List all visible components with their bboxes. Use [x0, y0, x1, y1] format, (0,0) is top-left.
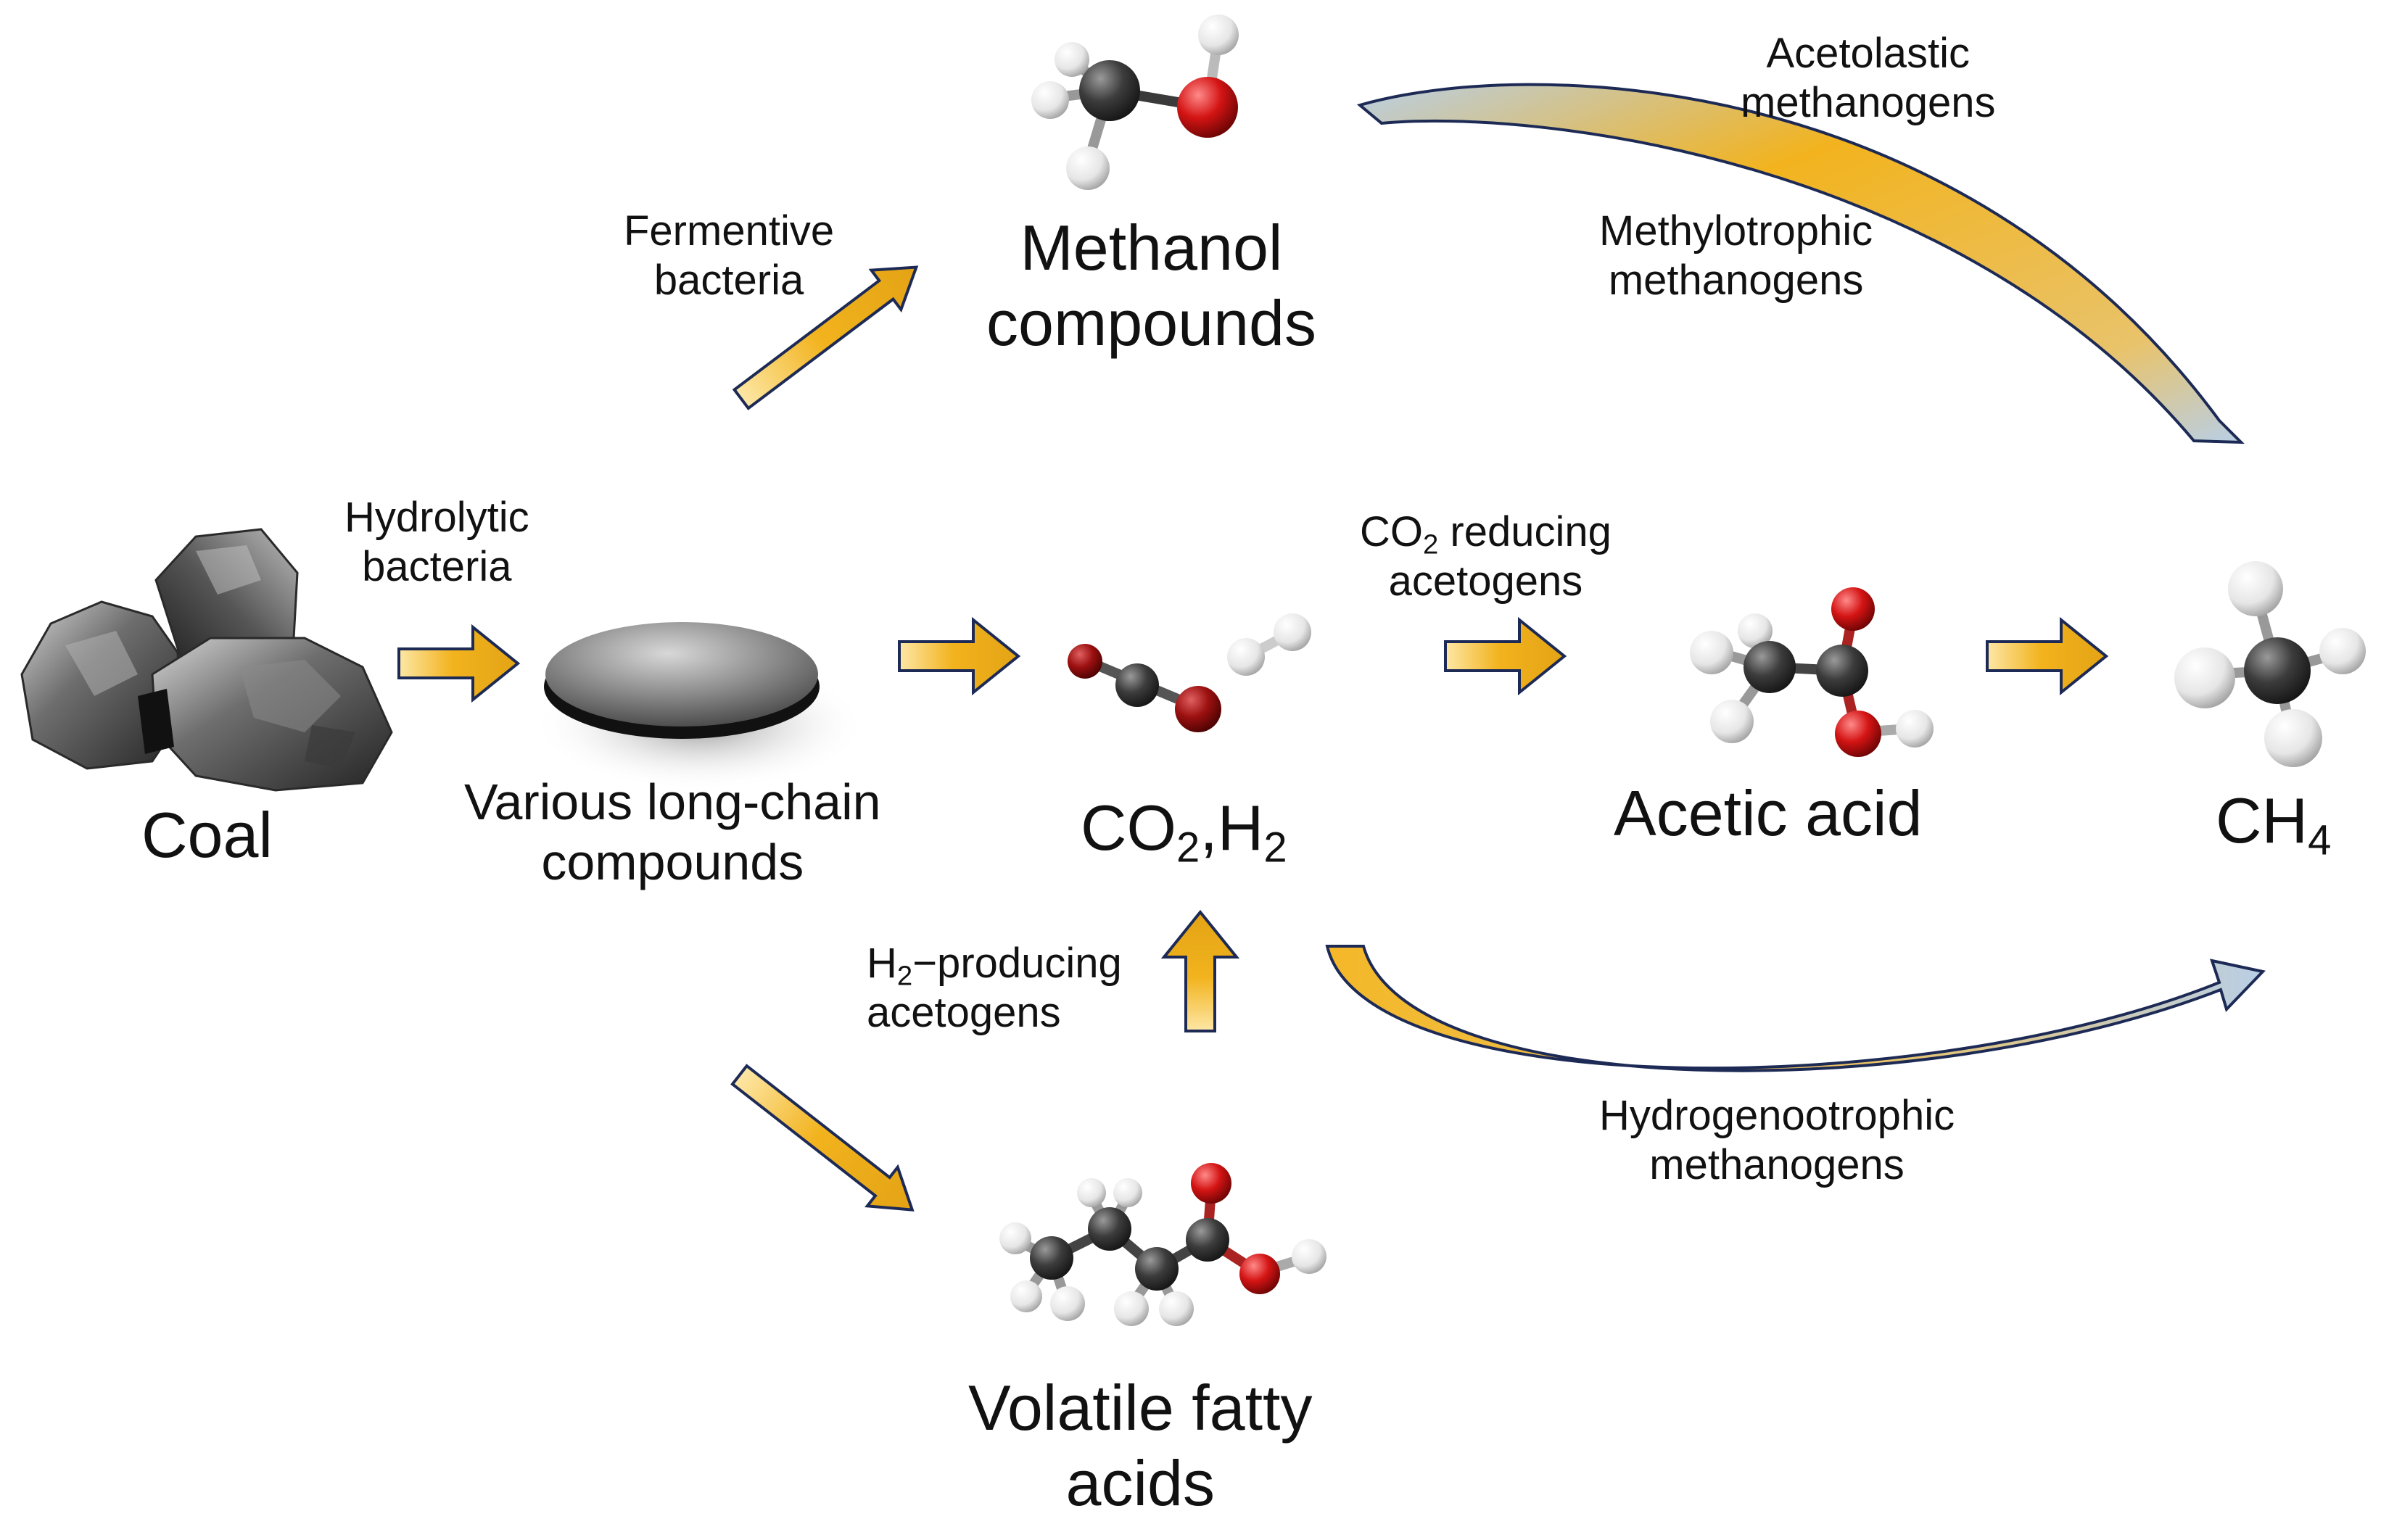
co2-subscript: 2: [1176, 824, 1200, 872]
long-chain-compounds-disc: [533, 622, 867, 790]
co2-h2-label: CO2,H2: [1081, 790, 1287, 869]
methane-molecule: [2174, 561, 2366, 767]
arrow-coal-to-long-chain: [397, 624, 521, 703]
coal-label: Coal: [141, 799, 273, 871]
acetic-acid-molecule: [1690, 587, 1934, 757]
volatile-fatty-acid-molecule: [999, 1163, 1326, 1326]
hydrolytic-line-2: bacteria: [362, 543, 512, 591]
long-chain-line-2: compounds: [541, 833, 804, 890]
h2-producing-h: H: [867, 940, 897, 987]
methylotrophic-line-1: Methylotrophic: [1599, 207, 1873, 254]
hydrolytic-bacteria-label: Hydrolytic bacteria: [344, 493, 529, 592]
vfa-line-2: acids: [1065, 1446, 1215, 1519]
acetolastic-line-2: methanogens: [1741, 79, 1996, 127]
hydrolytic-line-1: Hydrolytic: [344, 494, 529, 541]
h2-subscript: 2: [1263, 824, 1287, 872]
fermentive-line-2: bacteria: [653, 257, 804, 305]
hydrogenotrophic-line-2: methanogens: [1649, 1141, 1905, 1189]
h2-producing-subscript: 2: [896, 960, 913, 992]
arrow-to-volatile-fatty-acids: [730, 1064, 915, 1212]
co2-text: CO: [1081, 792, 1176, 864]
co2-reducing-acetogens-label: CO2 reducing acetogens: [1360, 508, 1612, 607]
hydrogenotrophic-methanogens-label: Hydrogenootrophic methanogens: [1599, 1091, 1955, 1191]
co2-reducing-line-2: acetogens: [1388, 558, 1583, 605]
fermentive-line-1: Fermentive: [624, 207, 835, 254]
co2-h2-molecules: [1068, 613, 1311, 732]
arrow-co2h2-to-acetic-acid: [1444, 616, 1567, 696]
methanol-line-2: compounds: [986, 286, 1316, 359]
methanol-molecule: [1031, 15, 1239, 190]
h2-producing-line-1: H2−producing: [867, 939, 1122, 990]
fermentive-bacteria-label: Fermentive bacteria: [624, 207, 834, 306]
volatile-fatty-acids-label: Volatile fatty acids: [968, 1370, 1313, 1521]
ch4-label: CH4: [2216, 783, 2331, 861]
methanol-line-1: Methanol: [1020, 212, 1283, 283]
h2-producing-line-2: acetogens: [867, 989, 1061, 1037]
methylotrophic-line-2: methanogens: [1608, 257, 1864, 305]
co2-reducing-subscript: 2: [1423, 529, 1439, 560]
co2-reducing-co: CO: [1360, 508, 1423, 555]
curved-arrow-to-ch4-top: [1356, 83, 2245, 444]
methylotrophic-methanogens-label: Methylotrophic methanogens: [1599, 207, 1873, 306]
coal-image: [20, 528, 393, 792]
vfa-line-1: Volatile fatty: [968, 1372, 1313, 1444]
methanol-compounds-label: Methanol compounds: [986, 210, 1316, 361]
co2-reducing-rest: reducing: [1438, 508, 1612, 555]
acetolastic-line-1: Acetolastic: [1766, 30, 1970, 77]
h2-text: ,H: [1200, 792, 1264, 864]
ch4-text: CH: [2216, 785, 2308, 856]
acetic-acid-label: Acetic acid: [1614, 777, 1923, 849]
arrow-to-methanol: [732, 265, 919, 410]
curved-arrow-to-ch4-bottom: [1325, 945, 2266, 1072]
co2-reducing-line-1: CO2 reducing: [1360, 508, 1612, 560]
ch4-subscript: 4: [2308, 816, 2332, 864]
hydrogenotrophic-line-1: Hydrogenootrophic: [1599, 1092, 1955, 1139]
h2-producing-rest: −producing: [912, 940, 1122, 987]
long-chain-line-1: Various long-chain: [464, 774, 881, 830]
straight-arrows: [397, 265, 2109, 1212]
arrow-vfa-to-co2h2: [1160, 909, 1240, 1032]
acetolastic-methanogens-label: Acetolastic methanogens: [1741, 29, 1995, 128]
long-chain-compounds-label: Various long-chain compounds: [464, 772, 881, 892]
h2-producing-acetogens-label: H2−producing acetogens: [867, 939, 1122, 1038]
arrow-acetic-acid-to-ch4: [1986, 616, 2109, 696]
arrow-long-chain-to-co2h2: [898, 616, 1021, 696]
